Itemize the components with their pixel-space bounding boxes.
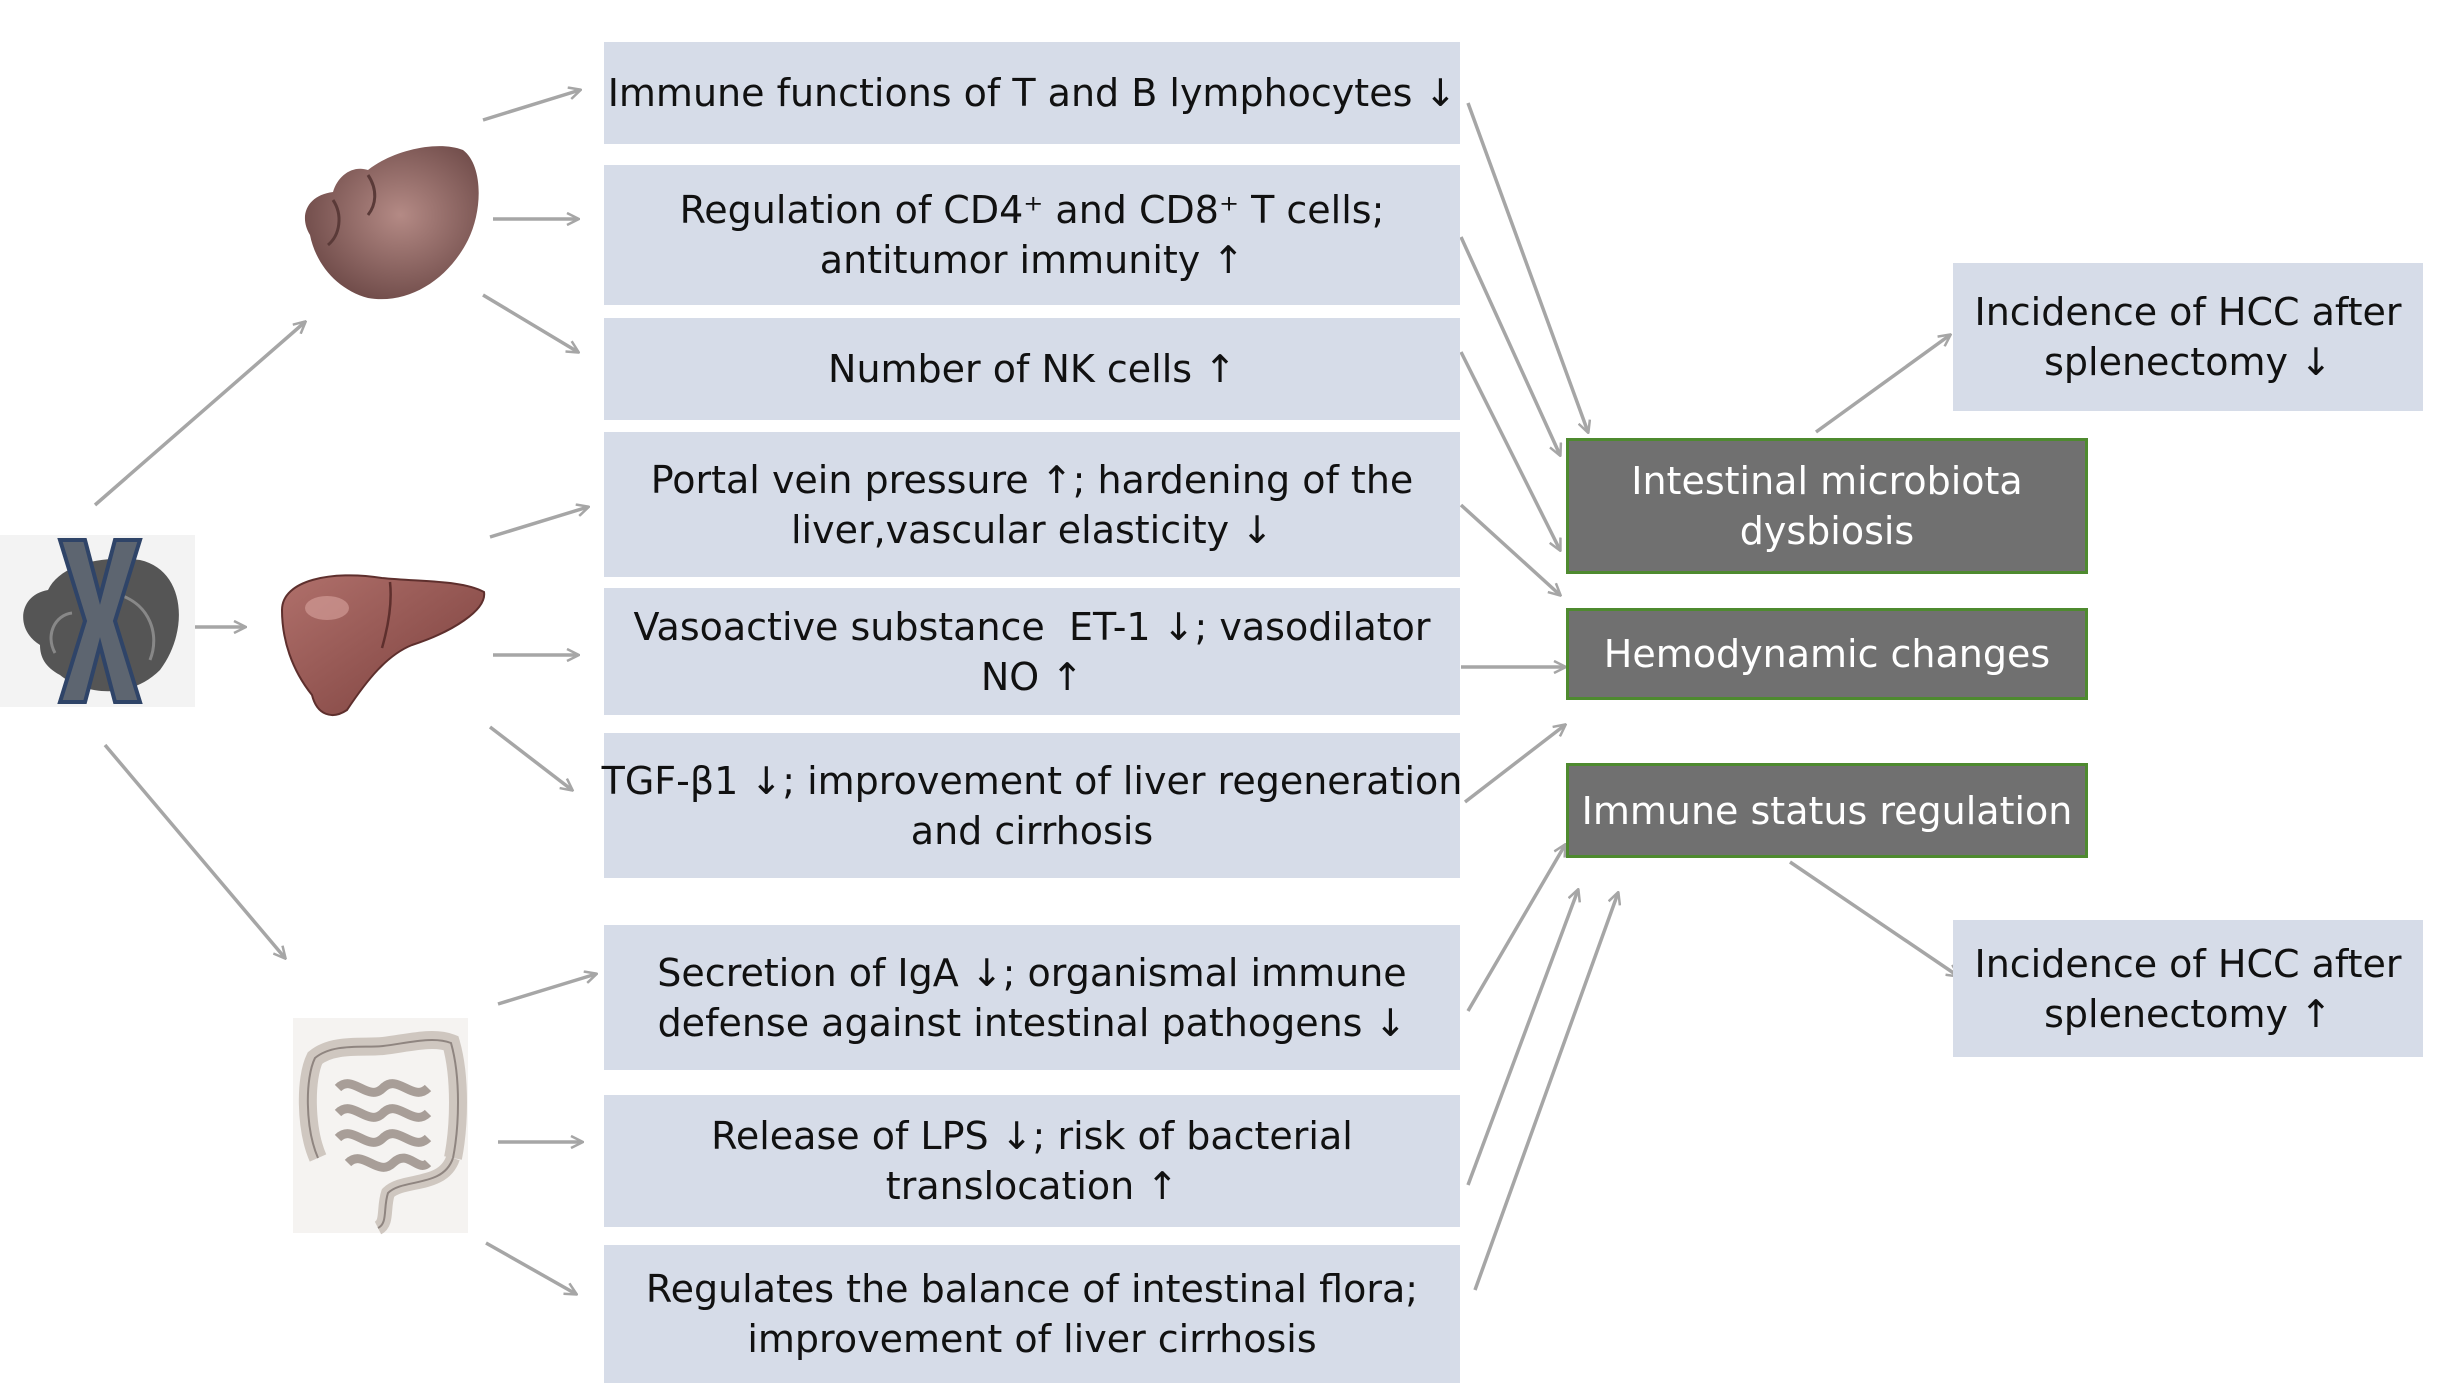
effect-text: defense against intestinal pathogens ↓ xyxy=(657,1000,1407,1045)
arrow-intestine-effect-7 xyxy=(497,974,596,1006)
effect-text: liver,vascular elasticity ↓ xyxy=(790,507,1273,552)
effect-box-nk-cells: Number of NK cells ↑ xyxy=(604,318,1460,420)
effect-box-cd4-cd8-regulation: Regulation of CD4⁺ and CD8⁺ T cells; anti… xyxy=(604,165,1460,305)
arrow-liver-effect-6 xyxy=(488,725,572,790)
outcome-text: Intestinal microbiota xyxy=(1631,459,2023,503)
effect-text: NO ↑ xyxy=(980,654,1084,699)
effect-text: Number of NK cells ↑ xyxy=(828,347,1236,391)
arrow-effect-1-outcome xyxy=(1466,102,1588,432)
outcome-text: Immune status regulation xyxy=(1581,788,2073,833)
arrow-outcome-result-1 xyxy=(1814,335,1950,434)
effect-text: antitumor immunity ↑ xyxy=(819,238,1245,282)
effect-box-portal-vein: Portal vein pressure ↑; hardening of the… xyxy=(604,432,1460,577)
result-box-hcc-increased: Incidence of HCC after splenectomy ↑ xyxy=(1953,920,2423,1057)
intestine xyxy=(293,1018,468,1235)
outcome-text: Hemodynamic changes xyxy=(1603,632,2051,676)
arrow-outcome-result-2 xyxy=(1789,860,1958,976)
effect-text: translocation ↑ xyxy=(885,1164,1179,1208)
spleen-crossed-icon xyxy=(0,535,195,707)
result-text: splenectomy ↓ xyxy=(2044,340,2332,384)
arrow-effect-6-outcome xyxy=(1463,725,1565,804)
arrow-liver-effect-4 xyxy=(489,507,588,539)
intestine-icon xyxy=(293,1018,468,1235)
arrow-spleen-effect-1 xyxy=(482,90,580,122)
effect-text: Vasoactive substance ET-1 ↓; vasodilator xyxy=(633,604,1431,649)
result-text: splenectomy ↑ xyxy=(2044,991,2332,1036)
arrow-effect-8-outcome xyxy=(1466,890,1578,1186)
result-text: Incidence of HCC after xyxy=(1974,290,2402,334)
outcome-box-immune-status: Immune status regulation xyxy=(1566,763,2088,858)
arrow-effect-4-outcome xyxy=(1459,503,1560,595)
result-box-hcc-decreased: Incidence of HCC after splenectomy ↓ xyxy=(1953,263,2423,411)
effect-box-lps-release: Release of LPS ↓; risk of bacterial trans… xyxy=(604,1095,1460,1227)
arrow-to-intestine xyxy=(103,743,285,958)
liver xyxy=(272,570,487,720)
effect-box-immune-functions: Immune functions of T and B lymphocytes … xyxy=(604,42,1460,144)
arrow-effect-7-outcome xyxy=(1466,845,1565,1012)
outcome-box-hemodynamic-changes: Hemodynamic changes xyxy=(1566,608,2088,700)
effect-text: Secretion of IgA ↓; organismal immune xyxy=(657,950,1407,995)
arrow-effect-9-outcome xyxy=(1473,893,1618,1291)
arrow-effect-2-outcome xyxy=(1459,236,1560,455)
outcome-text: dysbiosis xyxy=(1739,509,1915,553)
effect-box-tgf-beta: TGF-β1 ↓; improvement of liver regenerat… xyxy=(601,733,1463,878)
effect-text: Regulation of CD4⁺ and CD8⁺ T cells; xyxy=(679,188,1385,232)
effect-box-iga-secretion: Secretion of IgA ↓; organismal immune def… xyxy=(604,925,1460,1070)
effect-box-vasoactive: Vasoactive substance ET-1 ↓; vasodilator… xyxy=(604,588,1460,715)
result-text: Incidence of HCC after xyxy=(1974,941,2402,986)
spleen xyxy=(298,140,488,305)
effect-box-intestinal-flora: Regulates the balance of intestinal flor… xyxy=(604,1245,1460,1383)
spleen-icon xyxy=(304,146,479,300)
effect-text: Immune functions of T and B lymphocytes … xyxy=(607,71,1457,115)
arrow-effect-3-outcome xyxy=(1459,351,1560,550)
arrow-spleen-effect-3 xyxy=(482,293,578,352)
effect-text: TGF-β1 ↓; improvement of liver regenerat… xyxy=(601,758,1463,803)
outcome-box-microbiota-dysbiosis: Intestinal microbiota dysbiosis xyxy=(1566,438,2088,574)
effect-text: Portal vein pressure ↑; hardening of the xyxy=(650,457,1414,502)
liver-icon xyxy=(280,574,486,716)
arrow-to-spleen xyxy=(93,322,305,507)
effect-text: Regulates the balance of intestinal flor… xyxy=(645,1267,1419,1311)
arrow-intestine-effect-9 xyxy=(485,1241,576,1294)
effect-text: and cirrhosis xyxy=(910,808,1154,853)
removed-spleen xyxy=(0,535,195,707)
effect-text: improvement of liver cirrhosis xyxy=(747,1317,1317,1361)
effect-text: Release of LPS ↓; risk of bacterial xyxy=(711,1114,1353,1158)
